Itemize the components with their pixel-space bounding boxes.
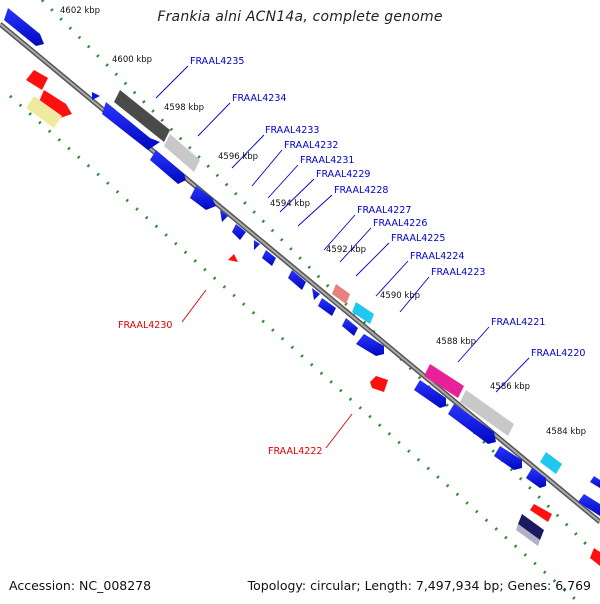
kbp-label: 4600 kbp xyxy=(112,55,152,65)
gene-arrow-cyan[interactable] xyxy=(540,452,562,474)
leader-line xyxy=(355,242,390,277)
gene-label-forward[interactable]: FRAAL4225 xyxy=(391,233,445,244)
gene-arrow-blue[interactable] xyxy=(526,468,546,488)
leader-line xyxy=(375,260,409,297)
leader-line xyxy=(297,194,333,227)
gene-arrow-red[interactable] xyxy=(590,548,600,566)
gene-label-forward[interactable]: FRAAL4226 xyxy=(373,218,427,229)
gene-label-forward[interactable]: FRAAL4228 xyxy=(334,185,388,196)
gene-label-forward[interactable]: FRAAL4221 xyxy=(491,317,545,328)
leader-line xyxy=(155,65,189,99)
gene-arrow-blue[interactable] xyxy=(220,210,228,222)
leader-line xyxy=(457,326,490,363)
gene-label-forward[interactable]: FRAAL4232 xyxy=(284,140,338,151)
leader-line xyxy=(399,276,430,313)
gene-arrow-blue[interactable] xyxy=(590,476,600,488)
gene-arrow-salmon[interactable] xyxy=(332,284,350,304)
gene-arrow-navy[interactable] xyxy=(518,514,544,540)
gene-arrow-blue[interactable] xyxy=(578,494,600,516)
gene-arrow-gray[interactable] xyxy=(164,134,200,172)
gene-arrow-blue[interactable] xyxy=(232,224,246,240)
gene-arrow-blue[interactable] xyxy=(342,318,358,336)
gene-label-forward[interactable]: FRAAL4231 xyxy=(300,155,354,166)
gene-arrow-blue[interactable] xyxy=(356,334,384,356)
kbp-label: 4602 kbp xyxy=(60,6,100,16)
gene-arrow-red[interactable] xyxy=(228,254,238,262)
gene-arrow-blue[interactable] xyxy=(414,380,446,408)
gene-arrow-gray[interactable] xyxy=(516,524,540,546)
gene-arrow-blue[interactable] xyxy=(4,8,44,46)
gene-label-forward[interactable]: FRAAL4233 xyxy=(265,125,319,136)
kbp-label: 4592 kbp xyxy=(326,245,366,255)
accession-text: Accession: NC_008278 xyxy=(9,578,151,593)
gene-arrow-blue[interactable] xyxy=(262,250,276,266)
gene-label-forward[interactable]: FRAAL4227 xyxy=(357,205,411,216)
gene-arrow-gray[interactable] xyxy=(114,90,170,142)
leader-line xyxy=(323,214,356,251)
leader-line xyxy=(251,149,283,187)
gene-label-forward[interactable]: FRAAL4220 xyxy=(531,348,585,359)
gene-arrow-red[interactable] xyxy=(530,504,552,522)
gene-arrow-cyan[interactable] xyxy=(352,302,374,324)
leader-line xyxy=(279,178,315,213)
leader-line xyxy=(325,413,353,449)
gene-arrow-yellow[interactable] xyxy=(26,96,62,128)
gene-label-reverse[interactable]: FRAAL4222 xyxy=(268,446,322,457)
accession-label: Accession: xyxy=(9,578,76,593)
gene-label-forward[interactable]: FRAAL4223 xyxy=(431,267,485,278)
gene-arrow-blue[interactable] xyxy=(312,288,320,300)
kbp-label: 4590 kbp xyxy=(380,291,420,301)
gene-label-forward[interactable]: FRAAL4224 xyxy=(410,251,464,262)
gene-label-forward[interactable]: FRAAL4235 xyxy=(190,56,244,67)
gene-arrow-blue[interactable] xyxy=(448,404,496,444)
gene-arrow-red[interactable] xyxy=(370,376,388,392)
kbp-label: 4596 kbp xyxy=(218,152,258,162)
genome-backbone xyxy=(0,22,600,524)
gene-arrow-blue[interactable] xyxy=(494,446,522,470)
gene-arrow-red[interactable] xyxy=(26,70,48,90)
gene-arrow-gray[interactable] xyxy=(460,390,514,436)
gene-arrow-blue[interactable] xyxy=(150,150,186,184)
gene-label-forward[interactable]: FRAAL4234 xyxy=(232,93,286,104)
leader-line xyxy=(231,134,265,169)
gene-arrow-blue[interactable] xyxy=(102,102,160,150)
leader-line xyxy=(181,289,207,323)
leader-line xyxy=(267,164,299,199)
kbp-label: 4584 kbp xyxy=(546,427,586,437)
gene-arrow-blue[interactable] xyxy=(92,92,100,100)
gene-arrow-red[interactable] xyxy=(38,90,72,118)
gene-arrow-blue[interactable] xyxy=(288,270,306,290)
tick-line-lower xyxy=(9,94,577,602)
kbp-label: 4598 kbp xyxy=(164,103,204,113)
kbp-label: 4588 kbp xyxy=(436,337,476,347)
accession-value: NC_008278 xyxy=(79,578,152,593)
topology-text: Topology: circular; Length: 7,497,934 bp… xyxy=(247,578,591,593)
gene-arrow-blue[interactable] xyxy=(254,240,260,250)
leader-line xyxy=(339,227,372,263)
leader-line xyxy=(495,357,530,393)
gene-label-reverse[interactable]: FRAAL4230 xyxy=(118,320,172,331)
kbp-label: 4586 kbp xyxy=(490,382,530,392)
gene-arrow-magenta[interactable] xyxy=(424,364,464,398)
gene-arrow-blue[interactable] xyxy=(190,186,216,210)
leader-line xyxy=(197,102,231,137)
gene-label-forward[interactable]: FRAAL4229 xyxy=(316,169,370,180)
map-title: Frankia alni ACN14a, complete genome xyxy=(157,9,443,25)
gene-arrow-blue[interactable] xyxy=(318,298,336,316)
kbp-label: 4594 kbp xyxy=(270,199,310,209)
tick-line-upper xyxy=(40,0,600,560)
